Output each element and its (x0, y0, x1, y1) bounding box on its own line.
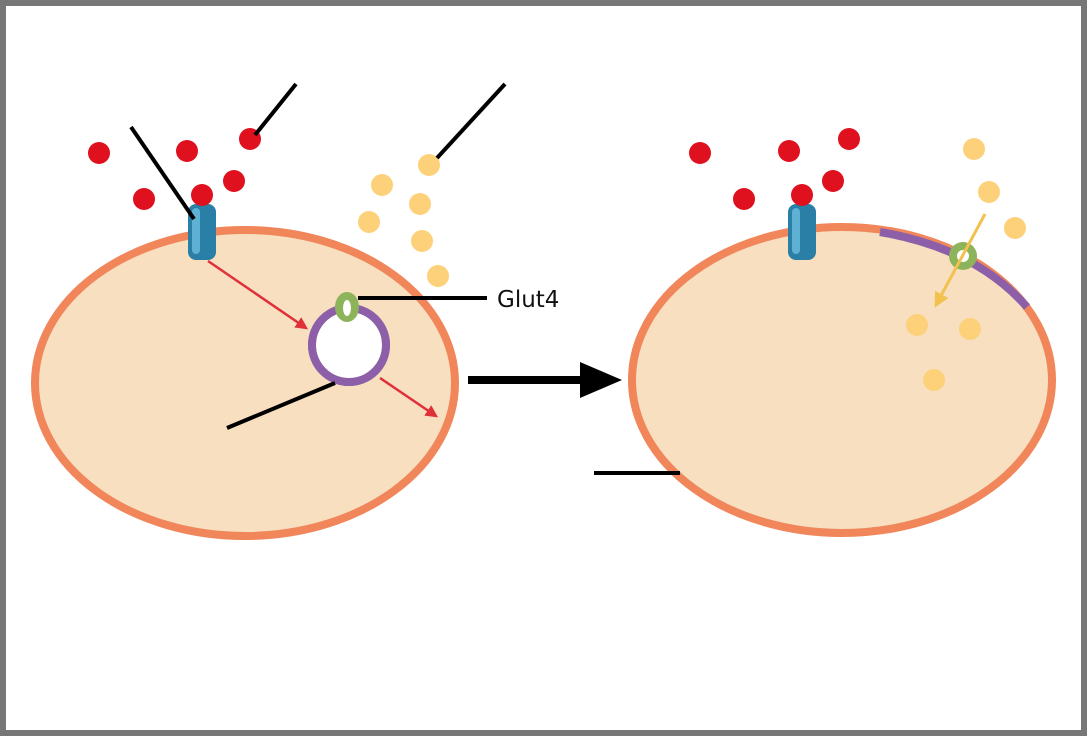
glucose-molecule (923, 369, 945, 391)
signal-arrow-1 (207, 259, 309, 330)
glut4-pore (343, 300, 351, 316)
insulin-molecule (838, 128, 860, 150)
right-cell (628, 223, 1056, 537)
insulin-molecule (822, 170, 844, 192)
glucose-molecule (963, 138, 985, 160)
insulin-molecule (176, 140, 198, 162)
insulin-molecule-bound (791, 184, 813, 206)
insulin-molecule (689, 142, 711, 164)
insulin-molecule (133, 188, 155, 210)
signal-arrow-2 (379, 376, 439, 418)
glucose-molecule (427, 265, 449, 287)
leader-vesicle (226, 381, 336, 430)
insulin-molecule (223, 170, 245, 192)
insulin-molecule (733, 188, 755, 210)
leader-insulin (253, 82, 298, 137)
insulin-molecule-bound (191, 184, 213, 206)
left-glucose-group (358, 154, 449, 287)
leader-glucose (435, 82, 507, 160)
receptor-highlight (192, 208, 200, 254)
glucose-molecule (978, 181, 1000, 203)
right-insulin-receptor (788, 184, 816, 260)
left-cell-membrane (31, 226, 459, 540)
leader-receptor (129, 125, 196, 221)
left-insulin-receptor (188, 184, 216, 260)
glucose-molecule (418, 154, 440, 176)
glucose-molecule (1004, 217, 1026, 239)
right-glucose-group (906, 138, 1026, 391)
vesicle-lumen (316, 312, 382, 378)
transition-arrow (468, 362, 622, 398)
glucose-molecule (906, 314, 928, 336)
left-insulin-group (88, 128, 261, 210)
glucose-molecule (371, 174, 393, 196)
insulin-molecule (778, 140, 800, 162)
glucose-entry-arrow (934, 213, 987, 308)
glut4-label: Glut4 (497, 287, 559, 313)
glucose-molecule (358, 211, 380, 233)
glut4-transporter-left (335, 292, 359, 322)
glucose-molecule (959, 318, 981, 340)
glucose-molecule (409, 193, 431, 215)
insulin-molecule (88, 142, 110, 164)
receptor-highlight (792, 208, 800, 254)
right-insulin-group (689, 128, 860, 210)
glucose-molecule (411, 230, 433, 252)
left-cell (31, 226, 459, 540)
